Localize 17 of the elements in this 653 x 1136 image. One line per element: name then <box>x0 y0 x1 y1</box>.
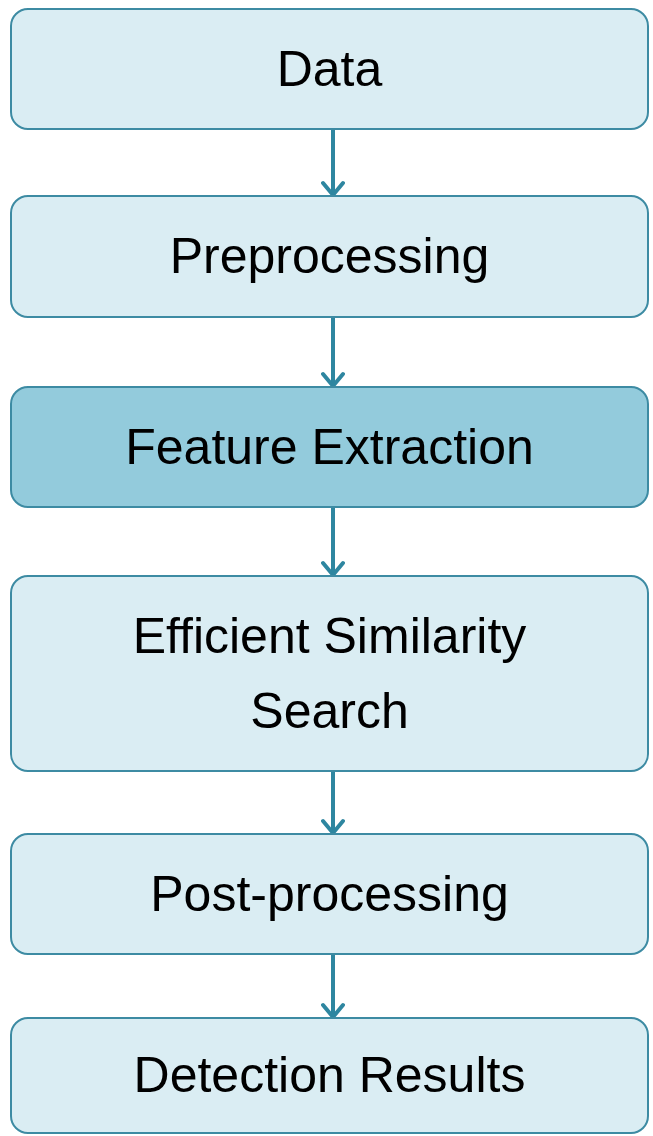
box-label: Efficient Similarity Search <box>131 606 528 741</box>
process-box <box>10 195 649 318</box>
process-box <box>10 833 649 955</box>
box-label: Preprocessing <box>169 227 490 286</box>
arrow <box>321 772 345 835</box>
process-box <box>10 575 649 772</box>
arrow <box>321 130 345 197</box>
box-label: Data <box>276 39 383 99</box>
box-label: Post-processing <box>150 864 509 924</box>
arrow <box>321 508 345 577</box>
box-label: Feature Extraction <box>125 417 534 477</box>
process-box <box>10 1017 649 1134</box>
arrow <box>321 955 345 1019</box>
process-box <box>10 8 649 130</box>
arrow <box>321 318 345 388</box>
process-box <box>10 386 649 508</box>
box-label: Detection Results <box>133 1046 526 1105</box>
